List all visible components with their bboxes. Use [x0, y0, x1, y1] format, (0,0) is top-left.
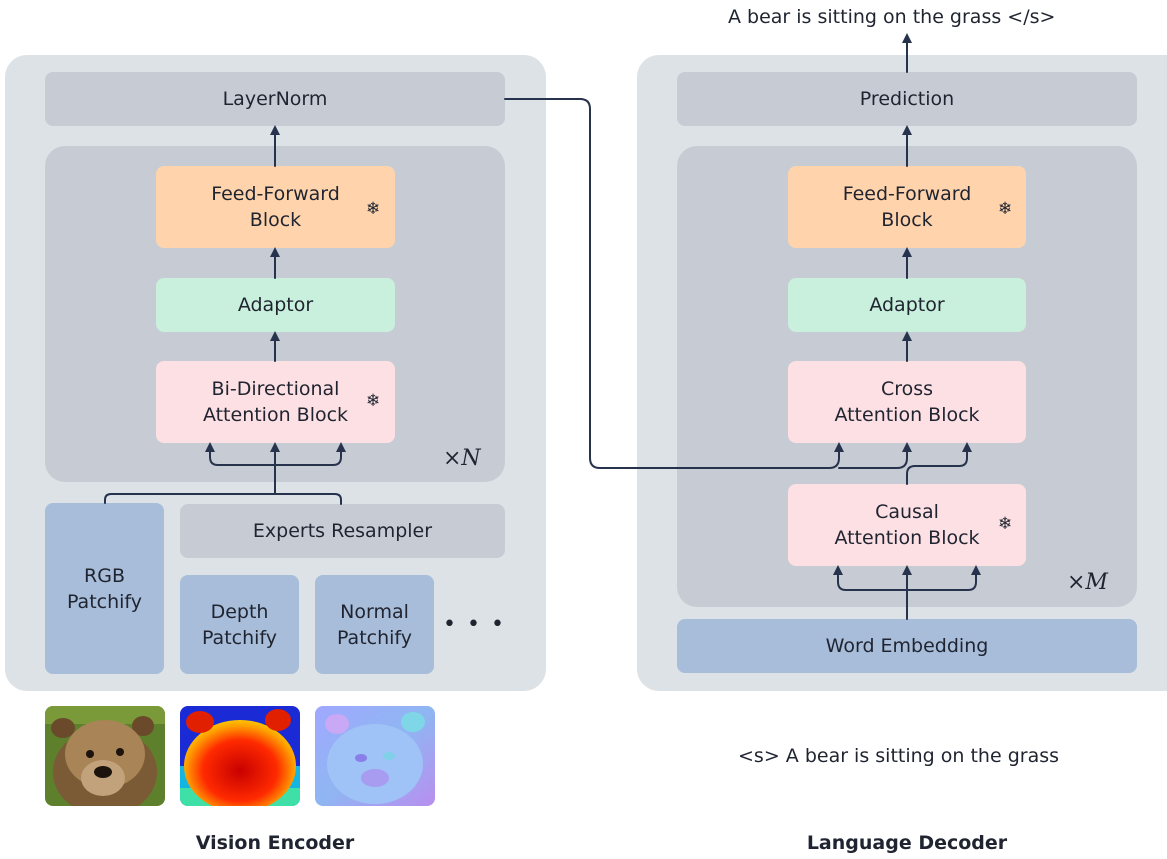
depth-patchify-block: Depth Patchify — [180, 575, 299, 674]
cross-attention-line2: Attention Block — [834, 404, 980, 426]
encoder-repeat-label: ×N — [443, 446, 481, 471]
vision-encoder-caption: Vision Encoder — [195, 832, 355, 854]
encoder-adaptor-label: Adaptor — [237, 294, 314, 316]
decoder-prediction-label: Prediction — [859, 88, 955, 110]
language-decoder-caption: Language Decoder — [806, 832, 1008, 854]
rgb-patchify-block: RGB Patchify — [45, 503, 164, 674]
rgb-patchify-line2: Patchify — [66, 590, 143, 613]
normal-patchify-line1: Normal — [340, 600, 409, 623]
encoder-attention-line2: Attention Block — [202, 404, 349, 426]
output-sentence: A bear is sitting on the grass </s> — [728, 6, 1056, 28]
encoder-ffn-line2: Block — [249, 209, 302, 231]
encoder-feed-forward-block: Feed-Forward Block — [156, 166, 395, 248]
rgb-patchify-line1: RGB — [84, 564, 125, 587]
depth-bear-image — [180, 706, 300, 806]
experts-resampler-label: Experts Resampler — [252, 520, 433, 542]
causal-attention-frozen-icon: ❄ — [998, 514, 1013, 534]
decoder-adaptor-label: Adaptor — [869, 294, 945, 316]
encoder-layernorm-block: LayerNorm — [45, 72, 505, 126]
decoder-prediction-block: Prediction — [677, 72, 1137, 126]
decoder-ffn-frozen-icon: ❄ — [998, 199, 1013, 219]
encoder-attention-block: Bi-Directional Attention Block — [156, 361, 395, 443]
encoder-layernorm-label: LayerNorm — [222, 88, 328, 110]
cross-attention-line1: Cross — [880, 378, 934, 400]
more-modalities-ellipsis: • • • — [443, 612, 506, 637]
decoder-feed-forward-block: Feed-Forward Block — [788, 166, 1026, 248]
experts-resampler-block: Experts Resampler — [180, 504, 505, 558]
encoder-adaptor-block: Adaptor — [156, 278, 395, 332]
causal-attention-line2: Attention Block — [834, 527, 980, 549]
encoder-attention-line1: Bi-Directional — [211, 378, 340, 400]
decoder-adaptor-block: Adaptor — [788, 278, 1026, 332]
decoder-ffn-line2: Block — [881, 209, 933, 231]
word-embedding-block: Word Embedding — [677, 619, 1137, 673]
encoder-ffn-line1: Feed-Forward — [211, 183, 340, 205]
normal-patchify-block: Normal Patchify — [315, 575, 434, 674]
encoder-ffn-frozen-icon: ❄ — [366, 199, 381, 219]
encoder-attention-frozen-icon: ❄ — [366, 391, 381, 411]
causal-attention-line1: Causal — [875, 501, 939, 523]
depth-patchify-line1: Depth — [210, 600, 269, 623]
causal-attention-block: Causal Attention Block — [788, 484, 1026, 566]
depth-patchify-line2: Patchify — [201, 626, 278, 649]
input-sentence: <s> A bear is sitting on the grass — [738, 745, 1060, 767]
decoder-repeat-label: ×M — [1067, 570, 1108, 595]
decoder-ffn-line1: Feed-Forward — [842, 183, 972, 205]
normal-bear-image — [315, 706, 435, 806]
word-embedding-label: Word Embedding — [825, 635, 989, 657]
cross-attention-block: Cross Attention Block — [788, 361, 1026, 443]
rgb-bear-image — [45, 706, 165, 806]
normal-patchify-line2: Patchify — [336, 626, 413, 649]
